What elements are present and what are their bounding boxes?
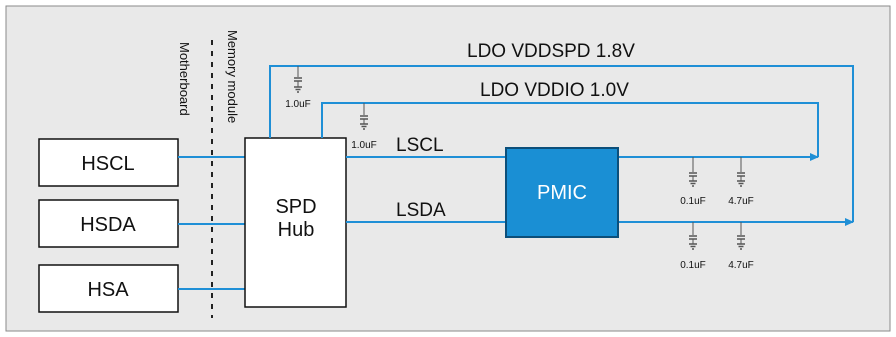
capacitor-pmic-out2-b [737,222,745,250]
pmic-out2-cap-b-label: 4.7uF [728,260,754,271]
capacitor-vddio [360,103,368,130]
pmic-box [505,147,619,238]
pmic-out1-cap-b-label: 4.7uF [728,196,754,207]
pmic-out2-cap-a-label: 0.1uF [680,260,706,271]
pmic-out1-cap-a-label: 0.1uF [680,196,706,207]
hsa-box [38,264,179,313]
vddspd-rail [269,65,854,222]
vddio-cap-label: 1.0uF [351,140,377,151]
hsa-label: HSA [87,279,129,301]
capacitor-pmic-out1-b [737,157,745,187]
capacitor-pmic-out2-a [689,222,697,250]
hsda-box [38,199,179,248]
vddspd-cap-label: 1.0uF [285,99,311,110]
capacitor-vddspd [294,66,302,93]
spd-hub-label-line1: SPD [275,196,316,218]
spd-hub-label-line2: Hub [278,219,315,241]
lscl-label: LSCL [396,135,444,156]
capacitor-pmic-out1-a [689,157,697,187]
vddio-label: LDO VDDIO 1.0V [480,80,629,101]
vddspd-label: LDO VDDSPD 1.8V [467,41,635,62]
motherboard-label: Motherboard [177,42,192,116]
lsda-label: LSDA [396,200,446,221]
hscl-label: HSCL [81,153,134,175]
memory-module-label: Memory module [225,30,240,123]
hscl-box [38,138,179,187]
pmic-label: PMIC [537,182,587,204]
vddio-rail [321,102,819,157]
hsda-label: HSDA [80,214,136,236]
